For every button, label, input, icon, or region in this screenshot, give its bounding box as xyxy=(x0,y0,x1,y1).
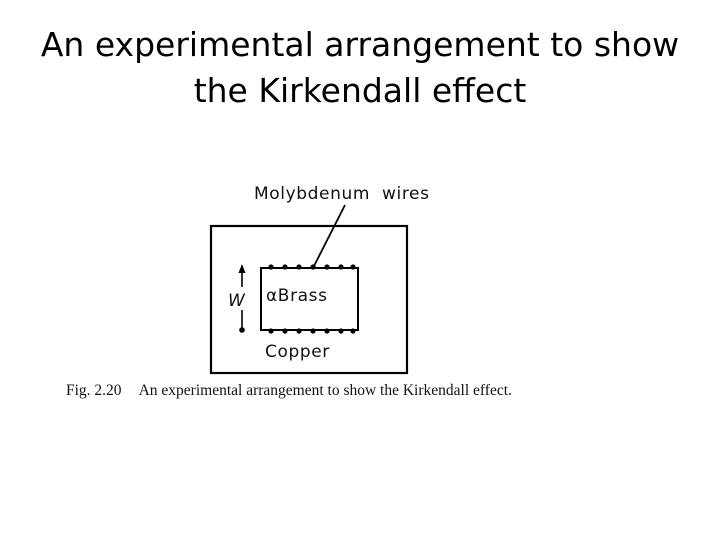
wire-dot xyxy=(324,328,330,334)
wire-markers-top xyxy=(268,264,356,270)
brass-block xyxy=(260,267,359,331)
figure-caption: Fig. 2.20 An experimental arrangement to… xyxy=(66,382,512,400)
copper-block xyxy=(209,224,409,375)
wire-dot xyxy=(268,264,274,270)
arrow-up-icon xyxy=(238,264,246,273)
wire-dot xyxy=(324,264,330,270)
wire-dot xyxy=(296,328,302,334)
caption-number: Fig. 2.20 xyxy=(66,382,122,399)
wire-dot xyxy=(350,264,356,270)
caption-text: An experimental arrangement to show the … xyxy=(138,382,512,399)
wires-label: Molybdenum wires xyxy=(254,184,430,204)
title-line-2: the Kirkendall effect xyxy=(193,71,527,110)
slide-title: An experimental arrangement to show the … xyxy=(0,22,720,114)
dimension-end-dot xyxy=(239,327,245,333)
wire-dot xyxy=(296,264,302,270)
wire-markers-bottom xyxy=(268,328,356,334)
wire-dot xyxy=(268,328,274,334)
copper-label: Copper xyxy=(265,342,330,362)
wire-dot xyxy=(338,264,344,270)
brass-label: αBrass xyxy=(266,286,328,306)
wire-dot xyxy=(282,328,288,334)
wire-dot xyxy=(350,328,356,334)
wire-dot xyxy=(310,328,316,334)
wires-leader-line xyxy=(313,204,346,267)
width-label: W xyxy=(228,291,246,311)
title-line-1: An experimental arrangement to show xyxy=(40,25,680,64)
width-dimension xyxy=(238,264,246,333)
wire-dot xyxy=(338,328,344,334)
wire-dot xyxy=(282,264,288,270)
